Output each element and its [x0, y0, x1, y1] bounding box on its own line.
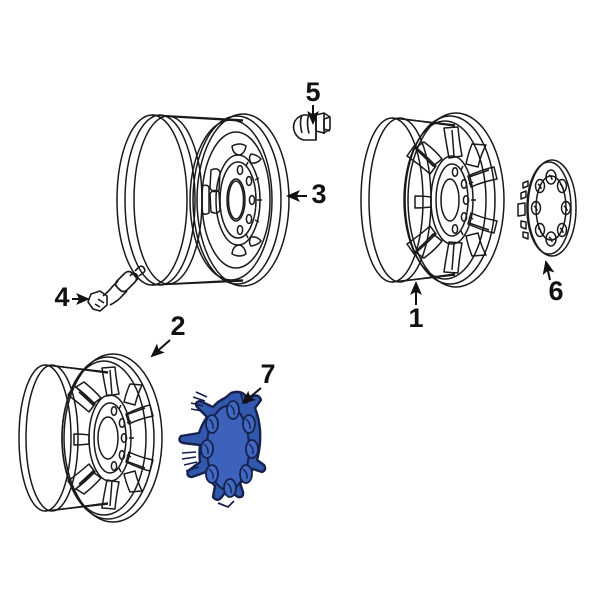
part-alloy-wheel-front-right[interactable]	[360, 112, 505, 288]
callout-label-4: 4	[54, 282, 69, 312]
callout-1[interactable]: 1	[408, 281, 424, 333]
callout-label-7: 7	[260, 359, 275, 389]
callout-4[interactable]: 4	[54, 282, 90, 312]
callout-arrow-6	[542, 260, 555, 281]
clip-fins-upper	[190, 391, 208, 412]
part-alloy-wheel-lower-left[interactable]	[18, 353, 163, 523]
callout-label-1: 1	[408, 303, 423, 333]
callout-layer: 1 2 3 4 5 6	[54, 77, 564, 405]
callout-label-2: 2	[170, 311, 185, 341]
callout-label-6: 6	[548, 276, 563, 306]
callout-label-3: 3	[311, 179, 326, 209]
callout-label-5: 5	[305, 77, 320, 107]
callout-5[interactable]: 5	[305, 77, 321, 125]
callout-arrow-2	[150, 339, 171, 358]
callout-3[interactable]: 3	[286, 179, 327, 209]
callout-arrow-7	[241, 387, 262, 405]
center-cap-boss-details	[203, 404, 254, 494]
part-tire-valve-stem[interactable]	[87, 265, 146, 312]
clip-tab-bottom	[217, 500, 235, 509]
part-wheel-center-cap-plain[interactable]	[517, 159, 577, 257]
callout-2[interactable]: 2	[150, 311, 186, 358]
callout-6[interactable]: 6	[542, 260, 564, 306]
clip-fins-lower	[181, 451, 200, 472]
callout-7[interactable]: 7	[241, 359, 276, 405]
part-wheel-center-cap-highlighted[interactable]	[178, 390, 267, 509]
part-steel-wheel-upper-left[interactable]	[116, 113, 290, 287]
